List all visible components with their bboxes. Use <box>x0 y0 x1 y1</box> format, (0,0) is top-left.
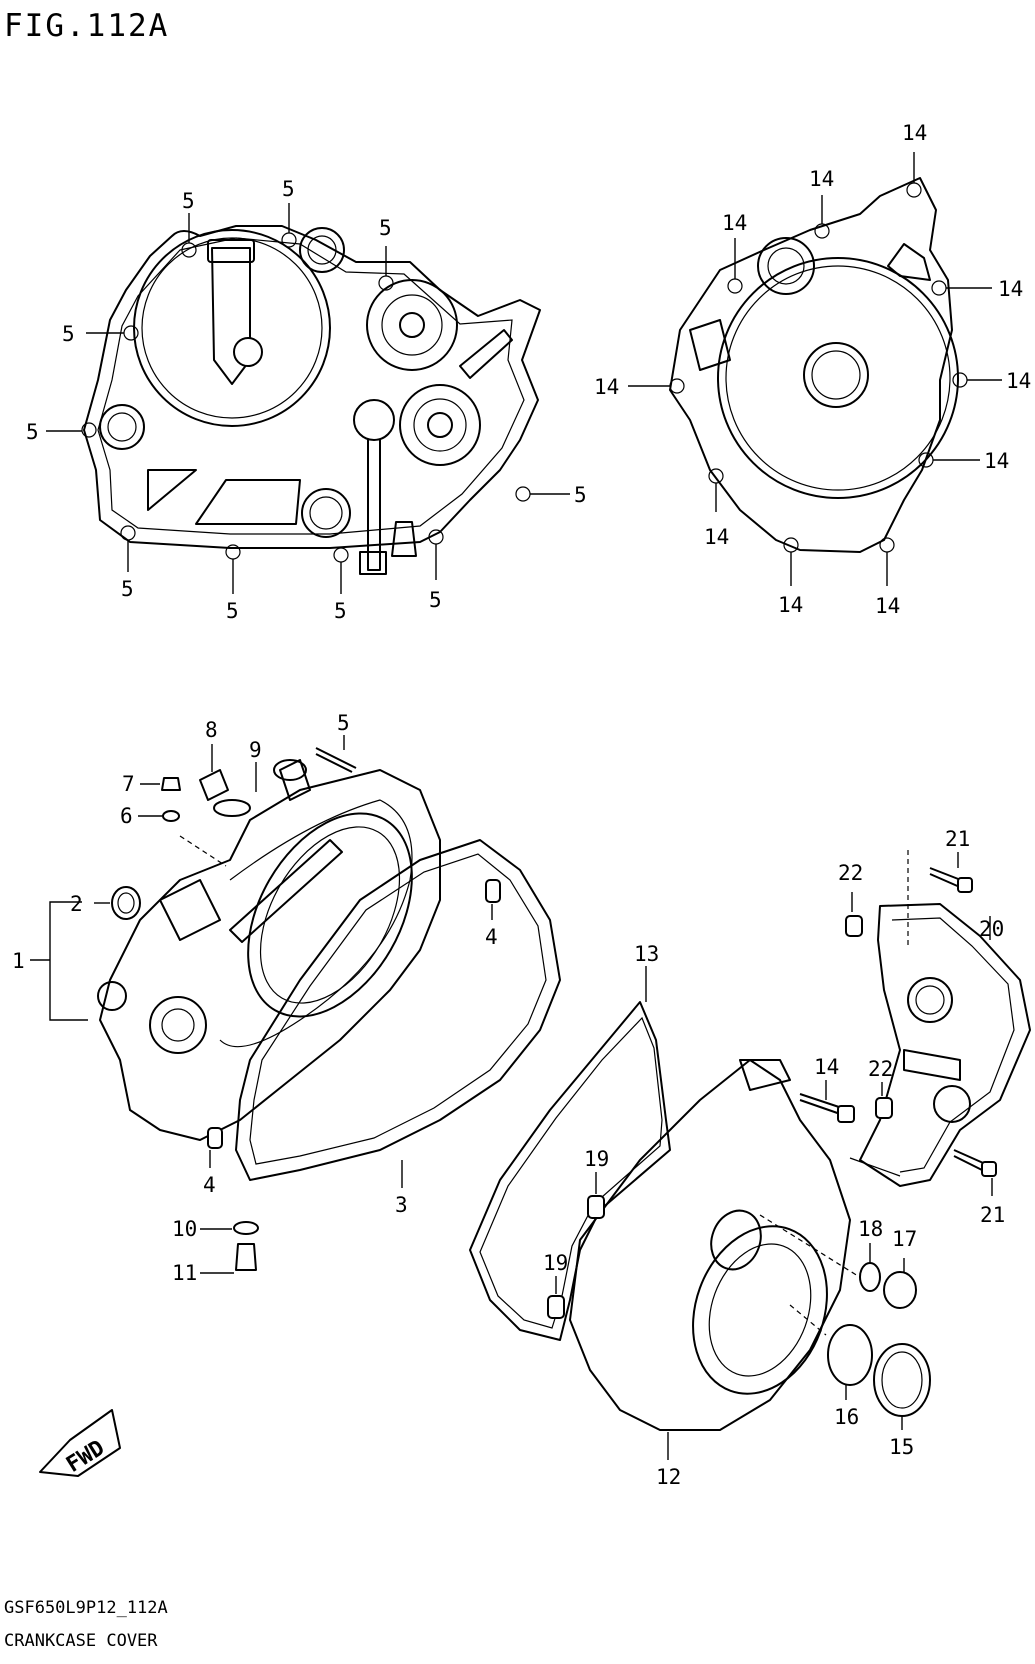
callout-label: 4 <box>485 925 498 949</box>
callout-label: 5 <box>182 189 195 213</box>
callout-label: 13 <box>634 942 659 966</box>
figure-code: GSF650L9P12_112A <box>4 1598 168 1618</box>
callout-label: 14 <box>814 1055 839 1079</box>
callout-label: 14 <box>998 277 1023 301</box>
o-ring <box>213 799 251 817</box>
callout-label: 14 <box>809 167 834 191</box>
callout-label: 5 <box>379 216 392 240</box>
callout-label: 14 <box>875 594 900 618</box>
callout-label: 21 <box>945 827 970 851</box>
fwd-direction-badge: FWD <box>39 1409 121 1478</box>
figure-title: FIG.112A <box>4 8 169 44</box>
callout-label: 20 <box>979 917 1004 941</box>
callouts-14-top: 14 14 14 14 14 14 14 14 14 14 <box>594 121 1031 618</box>
oil-filler-cap <box>199 769 229 801</box>
callout-label: 14 <box>984 449 1009 473</box>
callout-label: 22 <box>868 1057 893 1081</box>
clutch-cover-front-view <box>81 225 541 575</box>
drain-plug <box>235 1243 257 1271</box>
callout-label: 5 <box>429 588 442 612</box>
callouts-right-assembly: 12 13 14 15 16 17 18 19 19 <box>543 942 917 1489</box>
callout-label: 15 <box>889 1435 914 1459</box>
generator-cover-exploded <box>469 1001 931 1431</box>
washer <box>162 810 180 822</box>
dowel-pin <box>547 1295 565 1319</box>
callout-label: 5 <box>337 711 350 735</box>
callout-label: 5 <box>282 177 295 201</box>
dowel-pin <box>875 1097 893 1119</box>
callout-label: 3 <box>395 1193 408 1217</box>
callout-label: 21 <box>980 1203 1005 1227</box>
callout-label: 11 <box>172 1261 197 1285</box>
callouts-sprocket-cover: 20 21 21 22 22 <box>838 827 1005 1227</box>
callout-label: 7 <box>122 772 135 796</box>
callouts-left-assembly: 1 2 3 4 4 5 6 7 8 9 10 11 <box>12 711 498 1285</box>
bolt-holes <box>81 232 531 563</box>
o-ring-large <box>827 1324 873 1386</box>
callout-label: 14 <box>1006 369 1031 393</box>
callout-label: 5 <box>334 599 347 623</box>
callout-label: 9 <box>249 738 262 762</box>
callout-label: 19 <box>543 1251 568 1275</box>
callout-label: 5 <box>26 420 39 444</box>
callout-label: 14 <box>594 375 619 399</box>
callout-label: 18 <box>858 1217 883 1241</box>
callout-label: 8 <box>205 718 218 742</box>
clutch-cover-exploded <box>97 747 561 1271</box>
callout-label: 5 <box>121 577 134 601</box>
callout-label: 5 <box>226 599 239 623</box>
callout-label: 16 <box>834 1405 859 1429</box>
small-bolt <box>161 777 181 791</box>
callout-label: 14 <box>722 211 747 235</box>
dowel-pin <box>845 915 863 937</box>
callout-label: 1 <box>12 949 25 973</box>
callout-label: 14 <box>902 121 927 145</box>
oil-seal <box>111 886 141 920</box>
callout-label: 19 <box>584 1147 609 1171</box>
callout-label: 5 <box>574 483 587 507</box>
bolt <box>315 747 357 773</box>
sprocket-cover <box>845 850 1031 1187</box>
callout-label: 17 <box>892 1227 917 1251</box>
dowel-pin <box>207 1127 223 1149</box>
plug <box>883 1271 917 1309</box>
callout-label: 4 <box>203 1173 216 1197</box>
callout-label: 12 <box>656 1465 681 1489</box>
figure-name: CRANKCASE COVER <box>4 1631 158 1651</box>
callout-label: 14 <box>704 525 729 549</box>
callout-label: 6 <box>120 804 133 828</box>
generator-cover-front-view <box>669 177 968 553</box>
callout-label: 10 <box>172 1217 197 1241</box>
drain-washer <box>233 1221 259 1235</box>
dowel-pin <box>485 879 501 903</box>
callouts-5-top: 5 5 5 5 5 5 5 5 5 5 <box>26 177 587 623</box>
dowel-pin <box>587 1195 605 1219</box>
o-ring <box>859 1262 881 1292</box>
callout-label: 14 <box>778 593 803 617</box>
callout-label: 2 <box>70 892 83 916</box>
callout-label: 22 <box>838 861 863 885</box>
callout-label: 5 <box>62 322 75 346</box>
